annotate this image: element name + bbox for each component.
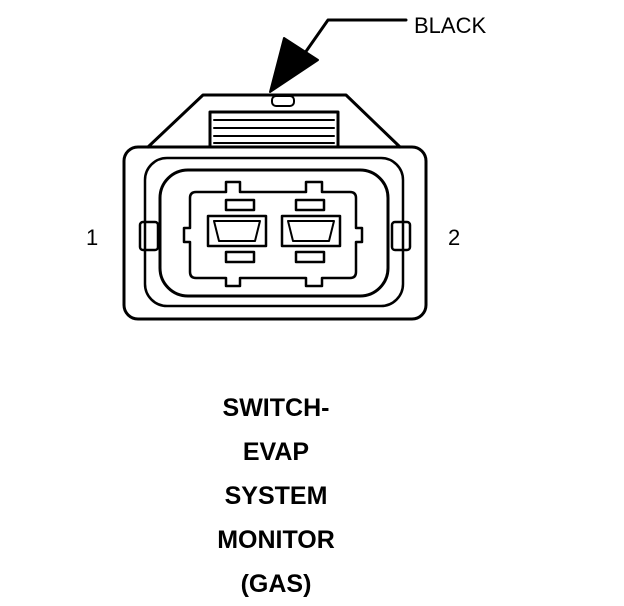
connector-body <box>122 145 428 321</box>
connector-inner-wall <box>143 156 405 308</box>
caption-line: MONITOR <box>217 526 335 554</box>
pin-retainer <box>182 180 364 288</box>
terminal-pin-2 <box>280 198 342 264</box>
pin-2-number: 2 <box>448 225 461 250</box>
wire-color-label: BLACK <box>414 13 487 38</box>
caption-line: SYSTEM <box>224 482 328 510</box>
pin-1-number: 1 <box>86 225 99 250</box>
caption-line: SWITCH- <box>222 394 330 422</box>
side-tabs <box>138 220 412 252</box>
color-leader <box>269 18 408 93</box>
caption-line: EVAP <box>242 438 310 466</box>
terminal-pin-1 <box>206 198 268 264</box>
connector-caption: SWITCH- EVAP SYSTEM MONITOR (GAS) <box>176 386 376 606</box>
latch-housing <box>146 93 402 149</box>
terminal-cavity <box>158 168 390 298</box>
caption-line: (GAS) <box>240 570 312 598</box>
